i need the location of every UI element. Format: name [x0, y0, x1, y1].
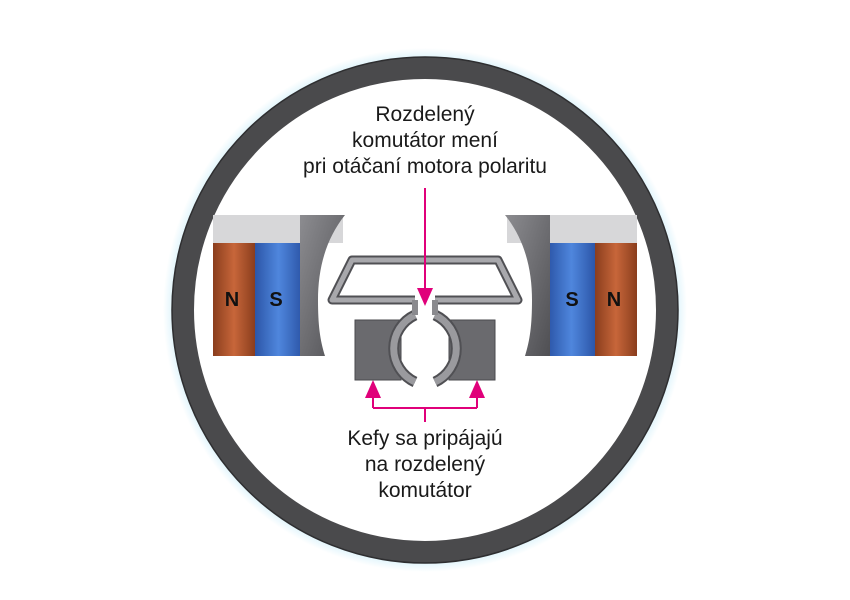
- bottom-caption-line-1: Kefy sa pripájajú: [347, 427, 502, 450]
- split-ring-commutator: [388, 300, 462, 387]
- right-inner-pole-label: S: [565, 289, 578, 311]
- bottom-caption-line-3: komutátor: [378, 479, 471, 502]
- right-magnet: S N: [505, 215, 637, 356]
- top-caption-line-2: komutátor mení: [352, 129, 498, 152]
- left-north-block: [213, 243, 255, 356]
- bottom-caption: Kefy sa pripájajú na rozdelený komutátor: [347, 427, 502, 502]
- top-caption-line-1: Rozdelený: [375, 103, 475, 126]
- motor-housing-ring: [172, 57, 678, 563]
- brush-pointer-arrows: [365, 380, 485, 422]
- bottom-caption-line-2: na rozdelený: [365, 453, 486, 476]
- left-magnet: N S: [213, 215, 345, 356]
- left-outer-pole-label: N: [225, 289, 239, 311]
- top-caption: Rozdelený komutátor mení pri otáčaní mot…: [303, 103, 547, 178]
- left-south-block: [255, 243, 302, 356]
- right-pole-piece: [505, 215, 550, 356]
- right-outer-pole-label: N: [607, 289, 621, 311]
- left-pole-piece: [300, 215, 345, 356]
- right-north-block: [595, 243, 637, 356]
- right-south-block: [548, 243, 595, 356]
- left-inner-pole-label: S: [269, 289, 282, 311]
- top-caption-line-3: pri otáčaní motora polaritu: [303, 155, 547, 178]
